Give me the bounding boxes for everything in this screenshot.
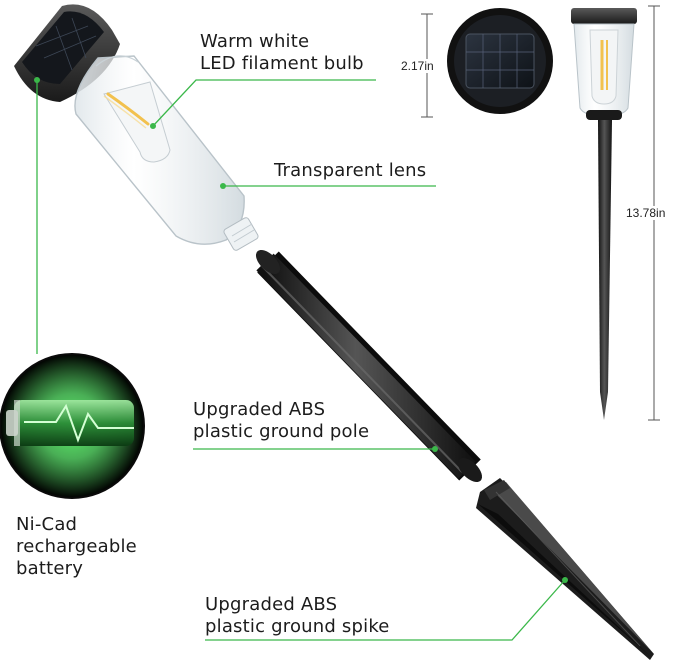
solar-cells-small (35, 17, 97, 71)
callout-pole: Upgraded ABS plastic ground pole (193, 399, 369, 443)
dim-label-diameter: 2.17in (401, 59, 434, 73)
solar-panel-top-view (447, 8, 553, 114)
battery-cell (6, 400, 134, 446)
callout-bulb-line-2: LED filament bulb (200, 53, 364, 74)
battery-inset (0, 353, 145, 499)
exploded-light-assembly (14, 4, 654, 660)
callout-pole-line-2: plastic ground pole (193, 421, 370, 442)
callout-bulb: Warm white LED filament bulb (200, 31, 364, 75)
callout-lens-line-1: Transparent lens (274, 160, 427, 181)
transparent-lens (74, 55, 259, 251)
callout-spike-line-1: Upgraded ABS (205, 594, 338, 615)
assembled-light (571, 8, 637, 420)
leader-lines (36, 79, 566, 641)
callout-bulb-line-1: Warm white (200, 31, 310, 52)
callout-lens: Transparent lens (274, 160, 426, 182)
callout-battery-line-1: Ni-Cad (16, 514, 78, 535)
ground-spike (476, 478, 654, 660)
leader-line-spike (205, 579, 566, 641)
led-filament (106, 92, 150, 126)
callout-spike-line-2: plastic ground spike (205, 616, 390, 637)
callout-battery: Ni-Cad rechargeable battery (16, 514, 137, 580)
leader-line-bulb (152, 79, 376, 127)
callout-battery-line-3: battery (16, 558, 84, 579)
dim-label-height: 13.78in (626, 206, 666, 220)
lens-connector (223, 217, 259, 251)
callout-pole-line-1: Upgraded ABS (193, 399, 326, 420)
callout-spike: Upgraded ABS plastic ground spike (205, 594, 390, 638)
callout-battery-line-2: rechargeable (16, 536, 137, 557)
ground-pole (255, 249, 483, 483)
